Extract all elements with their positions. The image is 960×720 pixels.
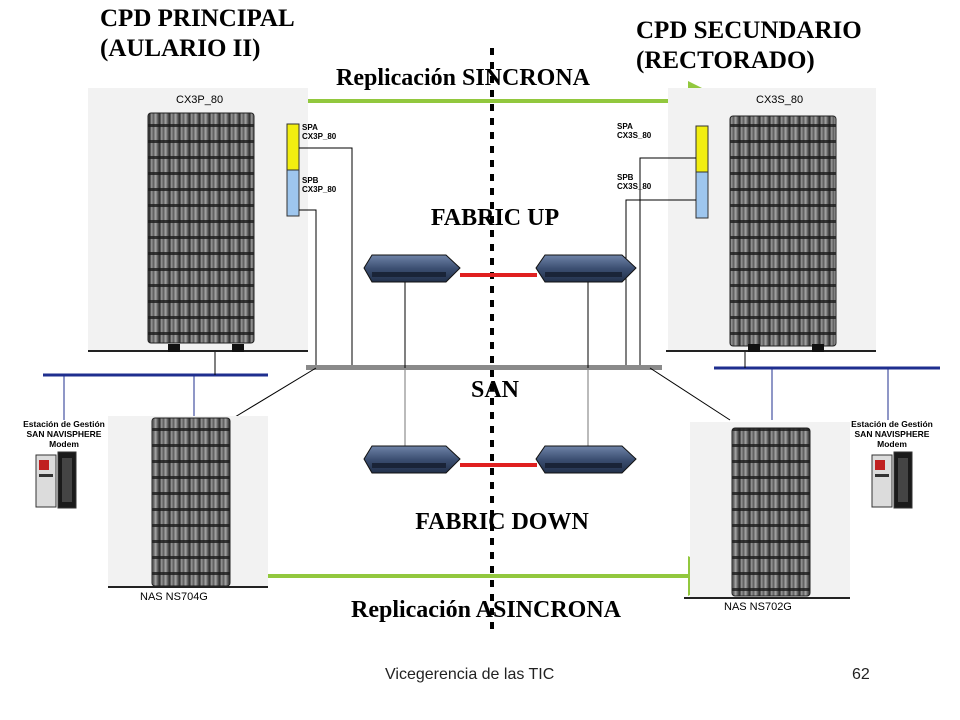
- nas-right-label: NAS NS702G: [724, 601, 792, 613]
- san-bus: [306, 365, 662, 370]
- spa-right-block: [695, 125, 709, 173]
- spb-left-label: SPB CX3P_80: [302, 176, 337, 194]
- spb-right-block: [695, 171, 709, 219]
- footer-text: Vicegerencia de las TIC: [385, 666, 555, 683]
- fabric-down-label: FABRIC DOWN: [415, 509, 589, 535]
- fabric-up-label: FABRIC UP: [430, 205, 560, 231]
- cpd-secundario-title: CPD SECUNDARIO (RECTORADO): [636, 17, 862, 74]
- cpd-principal-title: CPD PRINCIPAL (AULARIO II): [100, 5, 295, 62]
- station-right-label: Estación de Gestión SAN NAVISPHERE Modem: [851, 419, 933, 449]
- nas-rack-left: [108, 416, 268, 588]
- fabric-up-switch-left: [363, 254, 461, 283]
- management-station-left: [35, 451, 77, 509]
- spb-left-block: [286, 169, 300, 217]
- async-replication-label: Replicación ASINCRONA: [350, 597, 621, 623]
- spa-left-label: SPA CX3P_80: [302, 123, 337, 141]
- spb-right-link: [625, 199, 696, 368]
- page-number: 62: [852, 666, 870, 683]
- fabric-down-switch-left: [363, 445, 461, 474]
- san-label: SAN: [470, 377, 519, 403]
- spa-right-label: SPA CX3S_80: [617, 122, 652, 140]
- station-left-label: Estación de Gestión SAN NAVISPHERE Modem: [23, 419, 105, 449]
- spa-right-link: [639, 157, 696, 368]
- spa-left-link: [299, 147, 353, 368]
- storage-right-label: CX3S_80: [756, 94, 804, 106]
- fabric-up-switch-right: [535, 254, 637, 283]
- management-station-right: [871, 451, 913, 509]
- storage-left-label: CX3P_80: [176, 94, 224, 106]
- nas-rack-right: [684, 422, 850, 599]
- spb-right-label: SPB CX3S_80: [617, 173, 652, 191]
- nas-left-label: NAS NS704G: [140, 591, 208, 603]
- storage-rack-left: [88, 88, 308, 352]
- sync-replication-label: Replicación SINCRONA: [335, 65, 590, 91]
- fabric-down-switch-right: [535, 445, 637, 474]
- spa-left-block: [286, 123, 300, 171]
- spb-left-link: [299, 209, 317, 368]
